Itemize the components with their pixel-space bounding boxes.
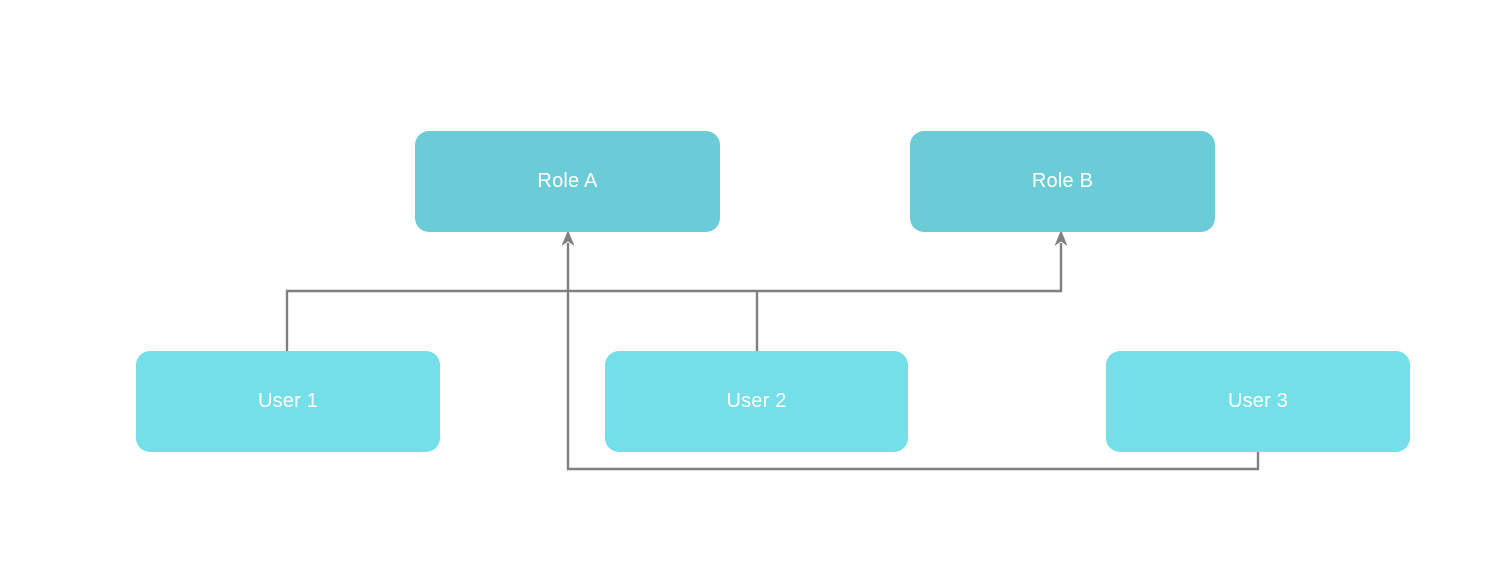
arrowhead-icon-role-a: [561, 230, 575, 246]
node-label: User 3: [1227, 390, 1289, 412]
node-role-b[interactable]: Role B: [910, 131, 1215, 232]
node-label: User 1: [257, 390, 319, 412]
edge-user3-to-role-a: [566, 243, 1260, 471]
node-role-a[interactable]: Role A: [415, 131, 720, 232]
node-user-1[interactable]: User 1: [136, 351, 440, 452]
edge-path: [566, 243, 1260, 471]
node-label: User 2: [726, 390, 787, 412]
node-user-3[interactable]: User 3: [1106, 351, 1410, 452]
arrowhead-icon-role-b: [1054, 230, 1068, 246]
edge-path: [285, 243, 1063, 351]
node-label: Role B: [1031, 170, 1094, 192]
node-user-2[interactable]: User 2: [605, 351, 908, 452]
edge-user1-to-role-b: [285, 243, 1063, 351]
node-label: Role A: [537, 170, 598, 192]
